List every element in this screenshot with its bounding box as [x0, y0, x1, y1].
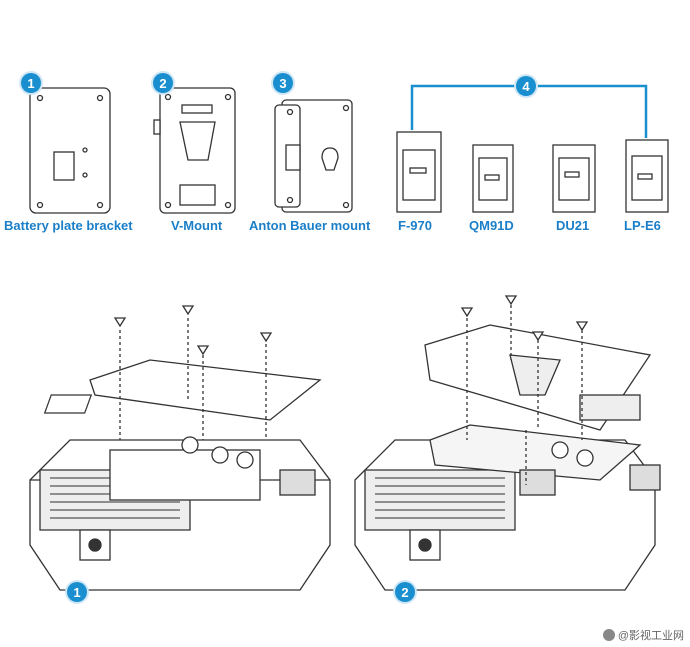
caption-lpe6: LP-E6: [624, 218, 661, 233]
du21-plate-drawing: [552, 144, 596, 213]
watermark-text: @影视工业网: [617, 630, 684, 642]
lpe6-plate-drawing: [625, 139, 669, 213]
battery-plate-bracket-drawing: [29, 87, 111, 214]
f970-plate-drawing: [396, 131, 442, 213]
caption-battery-plate-bracket: Battery plate bracket: [4, 218, 133, 233]
anton-bauer-drawing: [274, 99, 353, 213]
marker-3: 3: [273, 73, 293, 93]
qm91d-plate-drawing: [472, 144, 514, 213]
caption-du21: DU21: [556, 218, 590, 233]
caption-f970: F-970: [398, 218, 432, 233]
caption-v-mount: V-Mount: [171, 218, 223, 233]
marker-4: 4: [516, 76, 536, 96]
caption-qm91d: QM91D: [469, 218, 514, 233]
marker-1: 1: [21, 73, 41, 93]
assembly-2-drawing: [354, 295, 661, 591]
watermark-logo-icon: [602, 629, 615, 641]
watermark: @影视工业网: [602, 627, 684, 643]
assembly-1-drawing: [29, 305, 331, 591]
assembly-marker-1: 1: [67, 582, 87, 602]
v-mount-drawing: [153, 87, 236, 214]
group-4-bracket-line: [410, 84, 648, 138]
caption-anton-bauer-mount: Anton Bauer mount: [249, 218, 371, 233]
assembly-marker-2: 2: [395, 582, 415, 602]
marker-2: 2: [153, 73, 173, 93]
